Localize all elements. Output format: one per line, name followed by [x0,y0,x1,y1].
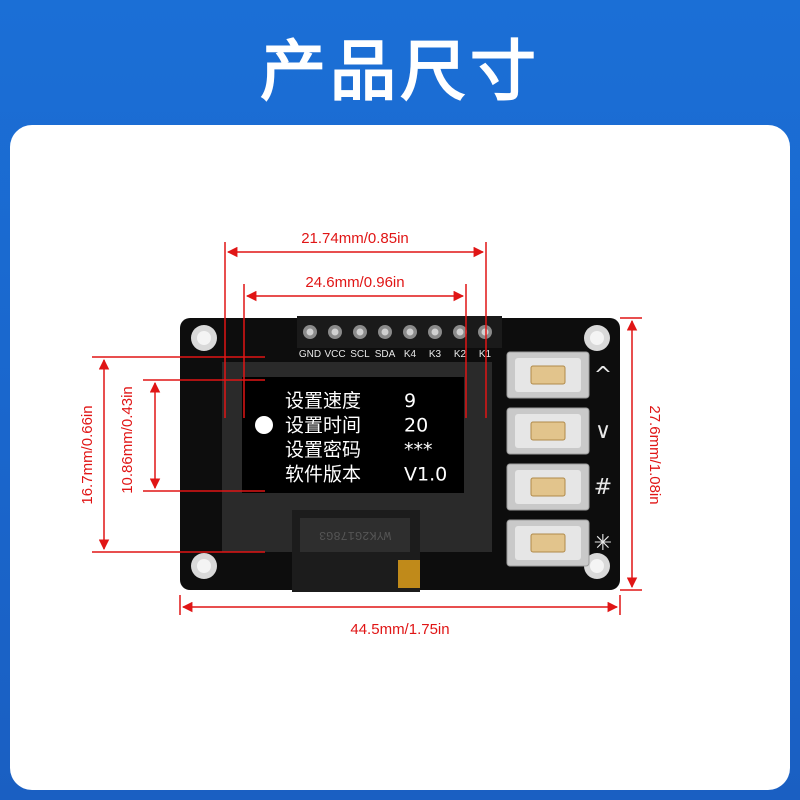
header-pins [297,316,502,348]
button-symbol-icon: ^ [594,363,612,388]
dim-right: 27.6mm/1.08in [646,405,663,504]
pin-label: K3 [429,349,442,360]
dim-left-inner: 10.86mm/0.43in [119,386,136,494]
dimension-lines [92,242,642,615]
tactile-button[interactable] [506,351,590,399]
tactile-buttons: ^ ∨ # ✳ [506,351,612,567]
dim-bottom: 44.5mm/1.75in [350,621,449,638]
dim-top-outer: 21.74mm/0.85in [301,230,409,247]
oled-screen [242,377,464,493]
dim-top-inner: 24.6mm/0.96in [305,274,404,291]
oled-menu-value: 9 [404,390,416,412]
pin-label: SDA [375,349,396,360]
oled-menu-label: 设置密码 [285,439,361,461]
pin-label: GND [299,349,321,360]
oled-menu-value: *** [404,439,433,461]
pin-label: K2 [454,349,467,360]
mounting-holes [191,325,610,579]
oled-menu-label: 设置速度 [285,390,361,412]
oled-menu-label: 软件版本 [285,464,361,486]
button-symbol-icon: ∨ [595,419,611,444]
oled-menu: 设置速度 9 设置时间 20 设置密码 *** 软件版本 V1.0 [285,390,447,486]
pin-label: VCC [324,349,345,360]
oled-menu-label: 设置时间 [285,415,361,437]
tactile-button[interactable] [506,519,590,567]
menu-cursor-icon [255,416,273,434]
flex-marking: WYK2G178G3 [319,528,391,542]
button-symbol-icon: # [594,475,612,500]
oled-menu-value: 20 [404,415,428,437]
pin-label: SCL [350,349,370,360]
pin-label: K4 [404,349,417,360]
button-symbol-icon: ✳ [594,531,612,556]
tactile-button[interactable] [506,407,590,455]
oled-menu-value: V1.0 [404,464,447,486]
pin-label: K1 [479,349,492,360]
page-title: 产品尺寸 [260,33,540,110]
dim-left-outer: 16.7mm/0.66in [79,405,96,504]
tactile-button[interactable] [506,463,590,511]
